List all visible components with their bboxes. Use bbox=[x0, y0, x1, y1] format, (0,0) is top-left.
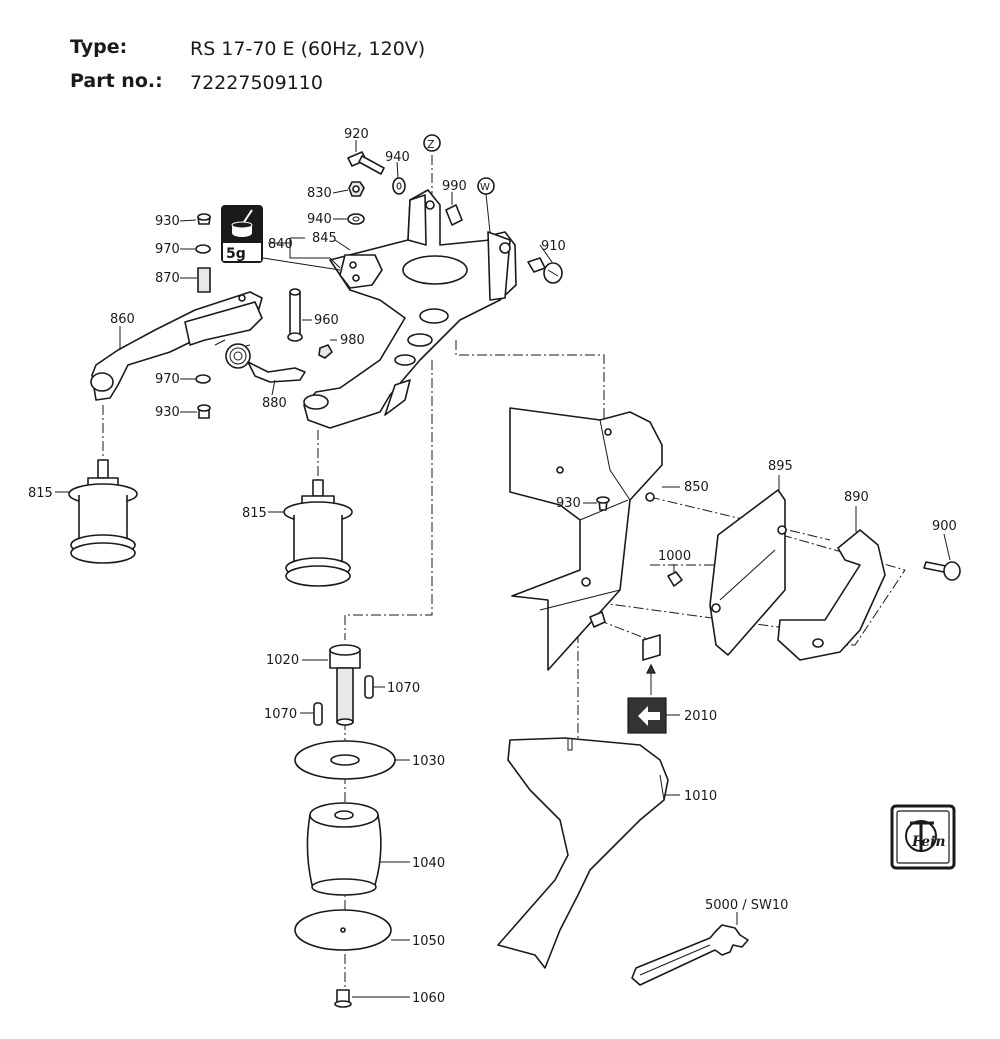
fein-logo-text: Fein bbox=[911, 834, 946, 850]
view-marker-z: Z bbox=[423, 134, 441, 152]
guard-850 bbox=[509, 407, 663, 671]
callout-970-bottom: 970 bbox=[155, 372, 180, 387]
callout-980: 980 bbox=[340, 333, 365, 348]
callout-840: 840 bbox=[268, 237, 293, 252]
part-no-value: 72227509110 bbox=[190, 72, 323, 94]
guard-1010 bbox=[497, 737, 669, 969]
hardware-top bbox=[195, 151, 563, 419]
callout-960: 960 bbox=[314, 313, 339, 328]
callout-930-bottom: 930 bbox=[155, 405, 180, 420]
grease-pot-icon bbox=[231, 209, 253, 237]
plate-895 bbox=[709, 489, 787, 656]
part-no-label: Part no.: bbox=[70, 70, 163, 92]
type-label: Type: bbox=[70, 36, 128, 58]
callout-815-left: 815 bbox=[28, 486, 53, 501]
label-plate-2010 bbox=[627, 634, 667, 734]
roller-815-center bbox=[283, 479, 353, 587]
callout-labels: 920 940 990 830 940 930 970 840 845 910 … bbox=[28, 127, 957, 1006]
callout-970-top: 970 bbox=[155, 242, 180, 257]
bracket-840 bbox=[303, 189, 517, 429]
grease-badge: 5g bbox=[221, 205, 341, 271]
roller-1040 bbox=[306, 802, 382, 896]
lever-860 bbox=[90, 291, 263, 401]
callout-890: 890 bbox=[844, 490, 869, 505]
roller-815-left bbox=[68, 459, 138, 564]
callout-850: 850 bbox=[684, 480, 709, 495]
view-marker-w-label: W bbox=[480, 182, 490, 193]
callout-940-top: 940 bbox=[385, 150, 410, 165]
grease-amount: 5g bbox=[226, 246, 246, 262]
callout-930-guard: 930 bbox=[556, 496, 581, 511]
callout-920: 920 bbox=[344, 127, 369, 142]
callout-895: 895 bbox=[768, 459, 793, 474]
callout-930-top: 930 bbox=[155, 214, 180, 229]
disc-1050 bbox=[294, 909, 392, 951]
callout-leaders bbox=[55, 140, 951, 998]
disc-1030 bbox=[294, 740, 396, 780]
view-marker-w: W bbox=[477, 177, 495, 233]
callout-1000: 1000 bbox=[658, 549, 691, 564]
callout-845: 845 bbox=[312, 231, 337, 246]
callout-1070-right: 1070 bbox=[387, 681, 420, 696]
callout-1070-left: 1070 bbox=[264, 707, 297, 722]
callout-1010: 1010 bbox=[684, 789, 717, 804]
spring-880 bbox=[214, 339, 306, 383]
callout-830: 830 bbox=[307, 186, 332, 201]
callout-940: 940 bbox=[307, 212, 332, 227]
callout-1060: 1060 bbox=[412, 991, 445, 1006]
callout-910: 910 bbox=[541, 239, 566, 254]
type-value: RS 17-70 E (60Hz, 120V) bbox=[190, 38, 426, 60]
wrench-5000 bbox=[631, 924, 749, 986]
callout-870: 870 bbox=[155, 271, 180, 286]
hardware-guard bbox=[581, 492, 961, 628]
view-marker-z-label: Z bbox=[427, 138, 435, 151]
header: Type: RS 17-70 E (60Hz, 120V) Part no.: … bbox=[0, 0, 1000, 110]
callout-1040: 1040 bbox=[412, 856, 445, 871]
screw-1060 bbox=[334, 989, 352, 1008]
fein-logo: Fein bbox=[890, 804, 956, 870]
callout-860: 860 bbox=[110, 312, 135, 327]
callout-1030: 1030 bbox=[412, 754, 445, 769]
callout-1050: 1050 bbox=[412, 934, 445, 949]
callout-815-center: 815 bbox=[242, 506, 267, 521]
callout-1020: 1020 bbox=[266, 653, 299, 668]
callout-5000-sw10: 5000 / SW10 bbox=[705, 898, 788, 913]
callout-880: 880 bbox=[262, 396, 287, 411]
callout-900: 900 bbox=[932, 519, 957, 534]
handle-890 bbox=[777, 529, 886, 661]
spindle-1020 bbox=[329, 644, 361, 726]
callout-990: 990 bbox=[442, 179, 467, 194]
callout-2010: 2010 bbox=[684, 709, 717, 724]
